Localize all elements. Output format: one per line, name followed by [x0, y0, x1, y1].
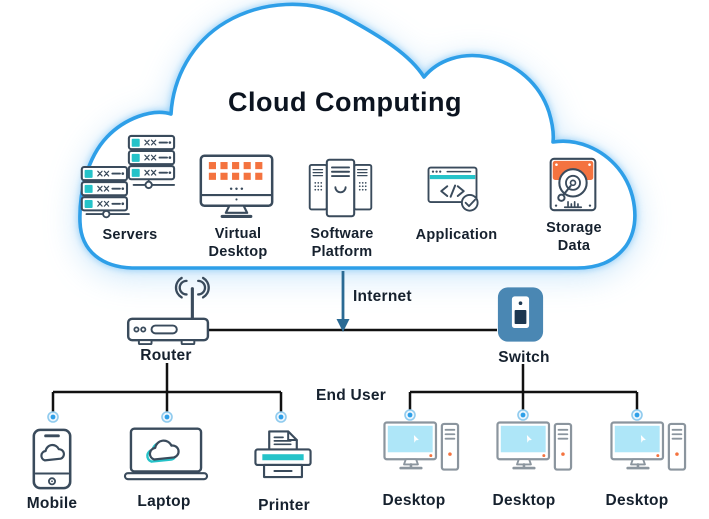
label-desktop-2: Desktop	[492, 492, 556, 509]
storage-data-icon	[549, 157, 597, 212]
servers-icon	[80, 134, 176, 219]
label-mobile: Mobile	[26, 495, 78, 512]
cloud-glyph	[148, 439, 180, 461]
app-grid	[208, 162, 263, 180]
node-dot	[161, 411, 173, 423]
label-printer: Printer	[258, 497, 310, 514]
diagram-title: Cloud Computing	[228, 87, 462, 117]
virtual-desktop-icon	[199, 154, 274, 219]
desktop-icon	[610, 421, 687, 471]
mobile-icon	[32, 428, 72, 490]
label-end-user: End User	[315, 387, 387, 404]
check-glyph	[464, 198, 476, 208]
label-internet: Internet	[353, 288, 412, 305]
label-desktop-3: Desktop	[605, 492, 669, 509]
label-router: Router	[140, 347, 192, 364]
node-dot	[404, 409, 416, 421]
code-glyph	[440, 184, 465, 198]
label-application: Application	[415, 227, 498, 243]
switch-tree-lines	[408, 364, 639, 410]
switch-icon	[497, 287, 544, 342]
node-dot	[517, 409, 529, 421]
cloud-glyph	[40, 443, 65, 462]
laptop-icon	[123, 427, 209, 481]
label-switch: Switch	[498, 349, 550, 366]
label-virtual-desktop: Virtual Desktop	[208, 226, 268, 260]
label-storage-data: Storage Data	[546, 220, 602, 254]
label-software-platform: Software Platform	[310, 226, 374, 260]
node-dot	[47, 411, 59, 423]
wifi-waves	[174, 276, 210, 299]
printer-icon	[254, 430, 312, 479]
internet-arrow-head	[336, 319, 350, 332]
label-desktop-1: Desktop	[382, 492, 446, 509]
label-laptop: Laptop	[137, 493, 191, 510]
node-dot	[275, 411, 287, 423]
desktop-icon	[496, 421, 573, 471]
software-platform-icon	[308, 158, 373, 218]
label-servers: Servers	[102, 227, 158, 243]
desktop-icon	[383, 421, 460, 471]
application-icon	[427, 166, 479, 212]
router-tree-lines	[51, 363, 283, 412]
router-icon	[126, 276, 210, 346]
node-dot	[631, 409, 643, 421]
